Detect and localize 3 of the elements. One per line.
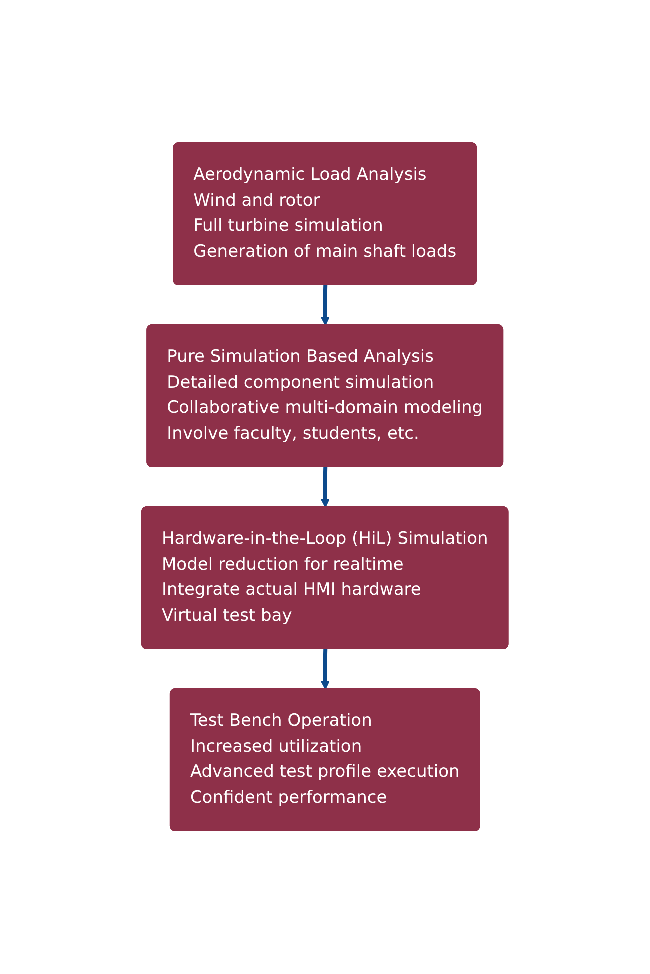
- arrow: [320, 285, 330, 326]
- arrow: [320, 467, 330, 508]
- arrow: [320, 649, 330, 690]
